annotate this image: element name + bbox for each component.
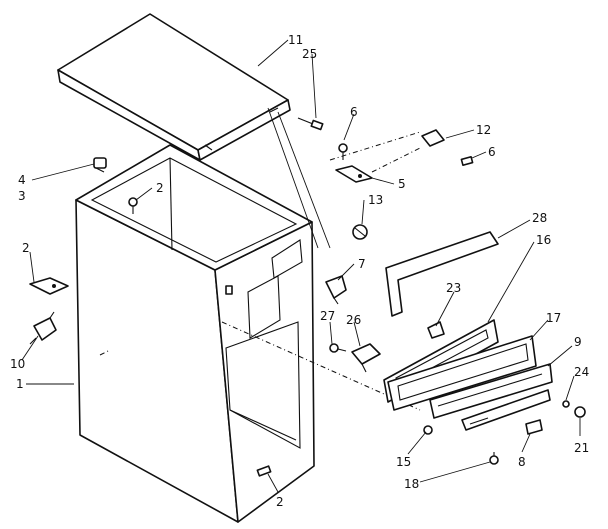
label-4: 4 (18, 173, 26, 187)
label-27: 27 (320, 309, 335, 323)
label-11: 11 (288, 33, 303, 47)
label-6-right: 6 (488, 145, 496, 159)
callout-labels: 11 25 6 12 6 5 13 28 16 4 3 2 2 7 23 27 … (10, 33, 589, 509)
label-9: 9 (574, 335, 582, 349)
washer-part-24 (562, 400, 570, 408)
label-24: 24 (574, 365, 589, 379)
handle-part-28 (385, 231, 499, 317)
clip-part-23 (427, 321, 445, 339)
label-13: 13 (368, 193, 383, 207)
label-8: 8 (518, 455, 526, 469)
label-26: 26 (346, 313, 361, 327)
label-2-bottom: 2 (276, 495, 284, 509)
clip-part-12 (421, 129, 445, 147)
label-23: 23 (446, 281, 461, 295)
door-panel-part-17 (387, 335, 537, 411)
label-25: 25 (302, 47, 317, 61)
label-3: 3 (18, 189, 26, 203)
label-28: 28 (532, 211, 547, 225)
knob-part-13 (352, 224, 368, 240)
label-2-top: 2 (156, 181, 164, 195)
screw-part-18 (489, 452, 499, 465)
screw-part-27 (329, 343, 347, 353)
plate-part-8 (525, 419, 543, 435)
knob-part-21 (574, 406, 586, 418)
label-21: 21 (574, 441, 589, 455)
label-7: 7 (358, 257, 366, 271)
top-lid (57, 13, 291, 161)
label-17: 17 (546, 311, 561, 325)
door-trim-part-9 (429, 363, 553, 419)
label-15: 15 (396, 455, 411, 469)
leader-lines (21, 39, 581, 493)
switch-part-26 (351, 343, 381, 373)
cabinet-body (75, 144, 315, 523)
label-10: 10 (10, 357, 25, 371)
screw-part-2-top (128, 197, 138, 214)
label-16: 16 (536, 233, 551, 247)
screw-part-6-right (460, 156, 474, 166)
label-18: 18 (404, 477, 419, 491)
label-12: 12 (476, 123, 491, 137)
bracket-part-2-left (29, 277, 69, 295)
hinge-part-10 (29, 311, 57, 345)
latch-part-7 (325, 275, 347, 305)
bracket-part-5 (335, 147, 421, 183)
label-1: 1 (16, 377, 24, 391)
screw-part-6-left (338, 143, 348, 160)
door-base-part-18 (461, 389, 551, 431)
lid-screw (297, 117, 324, 131)
clip-part-4 (93, 157, 107, 173)
screw-part-2-bottom (256, 465, 272, 477)
label-2-left: 2 (22, 241, 30, 255)
label-5: 5 (398, 177, 406, 191)
label-6-top: 6 (350, 105, 358, 119)
